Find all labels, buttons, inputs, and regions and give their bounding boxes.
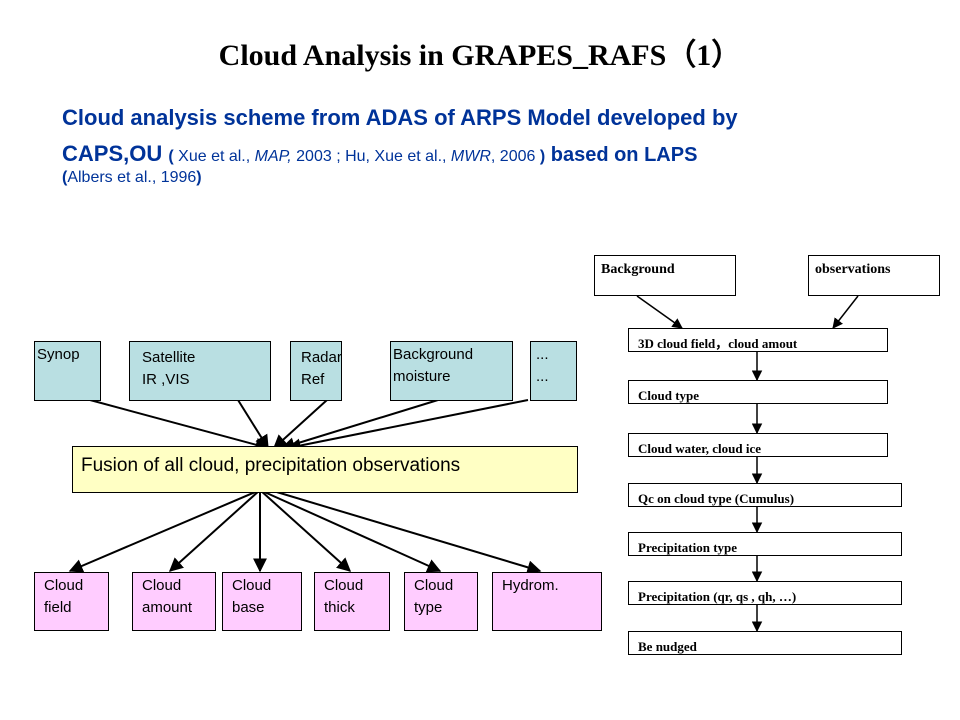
output-sublabel: type (414, 598, 443, 616)
source-label: Background (393, 346, 474, 363)
page-title: Cloud Analysis in GRAPES_RAFS（1） (218, 39, 742, 72)
flow-step-precip-type: Precipitation type (628, 532, 902, 556)
flow-step-label: Cloud water, cloud ice (638, 441, 762, 456)
output-cloud-thick: Cloud thick (314, 572, 390, 631)
flow-input-background: Background (594, 255, 736, 296)
flow-input-observations: observations (808, 255, 940, 296)
source-label: ... (536, 346, 549, 363)
subtitle-journal-1: MAP, (254, 147, 292, 165)
output-cloud-amount: Cloud amount (132, 572, 216, 631)
source-sublabel: Ref (301, 370, 325, 388)
subtitle-ref-2-rest: , 2006 (490, 147, 540, 165)
subtitle-ref-1-rest: 2003 ; Hu, Xue et al., (291, 147, 451, 165)
arrow-background-to-3d (636, 295, 683, 329)
arrow-fusion-to-cloud-amount (168, 489, 261, 572)
source-label: Satellite (142, 349, 196, 366)
output-label: Cloud (142, 577, 182, 594)
output-label: Hydrom. (502, 577, 559, 594)
output-hydrom: Hydrom. (492, 572, 602, 631)
output-sublabel: thick (324, 598, 355, 616)
arrow-background-to-fusion (280, 399, 439, 451)
subtitle-line-2: CAPS,OU ( Xue et al., MAP, 2003 ; Hu, Xu… (62, 140, 912, 168)
arrow-more-to-fusion (286, 399, 529, 453)
flow-step-3d-cloud-field: 3D cloud field，cloud amout (628, 328, 888, 352)
arrow-fusion-to-cloud-type (259, 489, 442, 573)
flow-step-label: 3D cloud field，cloud amout (638, 336, 798, 351)
output-label: Cloud (414, 577, 454, 594)
output-sublabel: amount (142, 598, 193, 616)
output-label: Cloud (232, 577, 272, 594)
flow-step-precipitation: Precipitation (qr, qs , qh, …) (628, 581, 902, 605)
subtitle-paren: ( (168, 147, 174, 165)
arrow-fusion-to-hydrom (269, 489, 542, 575)
output-sublabel: base (232, 598, 265, 616)
fusion-box: Fusion of all cloud, precipitation obser… (72, 446, 578, 493)
source-sublabel: moisture (393, 367, 451, 385)
flow-step-label: Be nudged (638, 639, 697, 654)
source-more: ... ... (530, 341, 577, 401)
flow-step-label: Precipitation (qr, qs , qh, …) (638, 589, 797, 604)
arrow-satellite-to-fusion (237, 399, 269, 450)
source-label: Synop (37, 346, 80, 363)
output-cloud-field: Cloud field (34, 572, 109, 631)
subtitle-journal-2: MWR (450, 147, 491, 165)
source-radar: Radar Ref (290, 341, 342, 401)
arrow-synop-to-fusion (89, 399, 270, 452)
flow-step-qc-cumulus: Qc on cloud type (Cumulus) (628, 483, 902, 507)
output-label: Cloud (44, 577, 84, 594)
output-sublabel: field (44, 598, 72, 616)
subtitle-line-3: (Albers et al., 1996) (62, 168, 912, 188)
arrow-fusion-to-cloud-thick (259, 489, 352, 572)
subtitle-paren-open-3: ( (62, 168, 68, 186)
subtitle-paren-close-3: ) (196, 168, 202, 186)
arrow-fusion-to-cloud-field (68, 489, 261, 573)
output-label: Cloud (324, 577, 364, 594)
subtitle-paren-close: ) (539, 147, 546, 165)
source-label: Radar (301, 349, 342, 366)
source-sublabel: IR ,VIS (142, 370, 190, 388)
source-sublabel: ... (536, 367, 549, 385)
flow-step-label: Qc on cloud type (Cumulus) (638, 491, 795, 506)
flow-step-be-nudged: Be nudged (628, 631, 902, 655)
flow-step-cloud-water-ice: Cloud water, cloud ice (628, 433, 888, 457)
flow-step-cloud-type: Cloud type (628, 380, 888, 404)
source-background-moisture: Background moisture (390, 341, 513, 401)
subtitle-line-1: Cloud analysis scheme from ADAS of ARPS … (62, 105, 738, 130)
output-cloud-base: Cloud base (222, 572, 302, 631)
subtitle: Cloud analysis scheme from ADAS of ARPS … (62, 104, 912, 188)
source-satellite: Satellite IR ,VIS (129, 341, 271, 401)
subtitle-ref-3: Albers et al., 1996 (67, 168, 197, 186)
source-synop: Synop (34, 341, 101, 401)
subtitle-laps: based on LAPS (545, 143, 698, 166)
subtitle-ref-1: Xue et al., (173, 147, 255, 165)
arrow-observations-to-3d (832, 295, 859, 329)
output-cloud-type: Cloud type (404, 572, 478, 631)
subtitle-caps: CAPS,OU (62, 140, 163, 166)
flow-step-label: Cloud type (638, 388, 700, 403)
flow-step-label: Precipitation type (638, 540, 738, 555)
